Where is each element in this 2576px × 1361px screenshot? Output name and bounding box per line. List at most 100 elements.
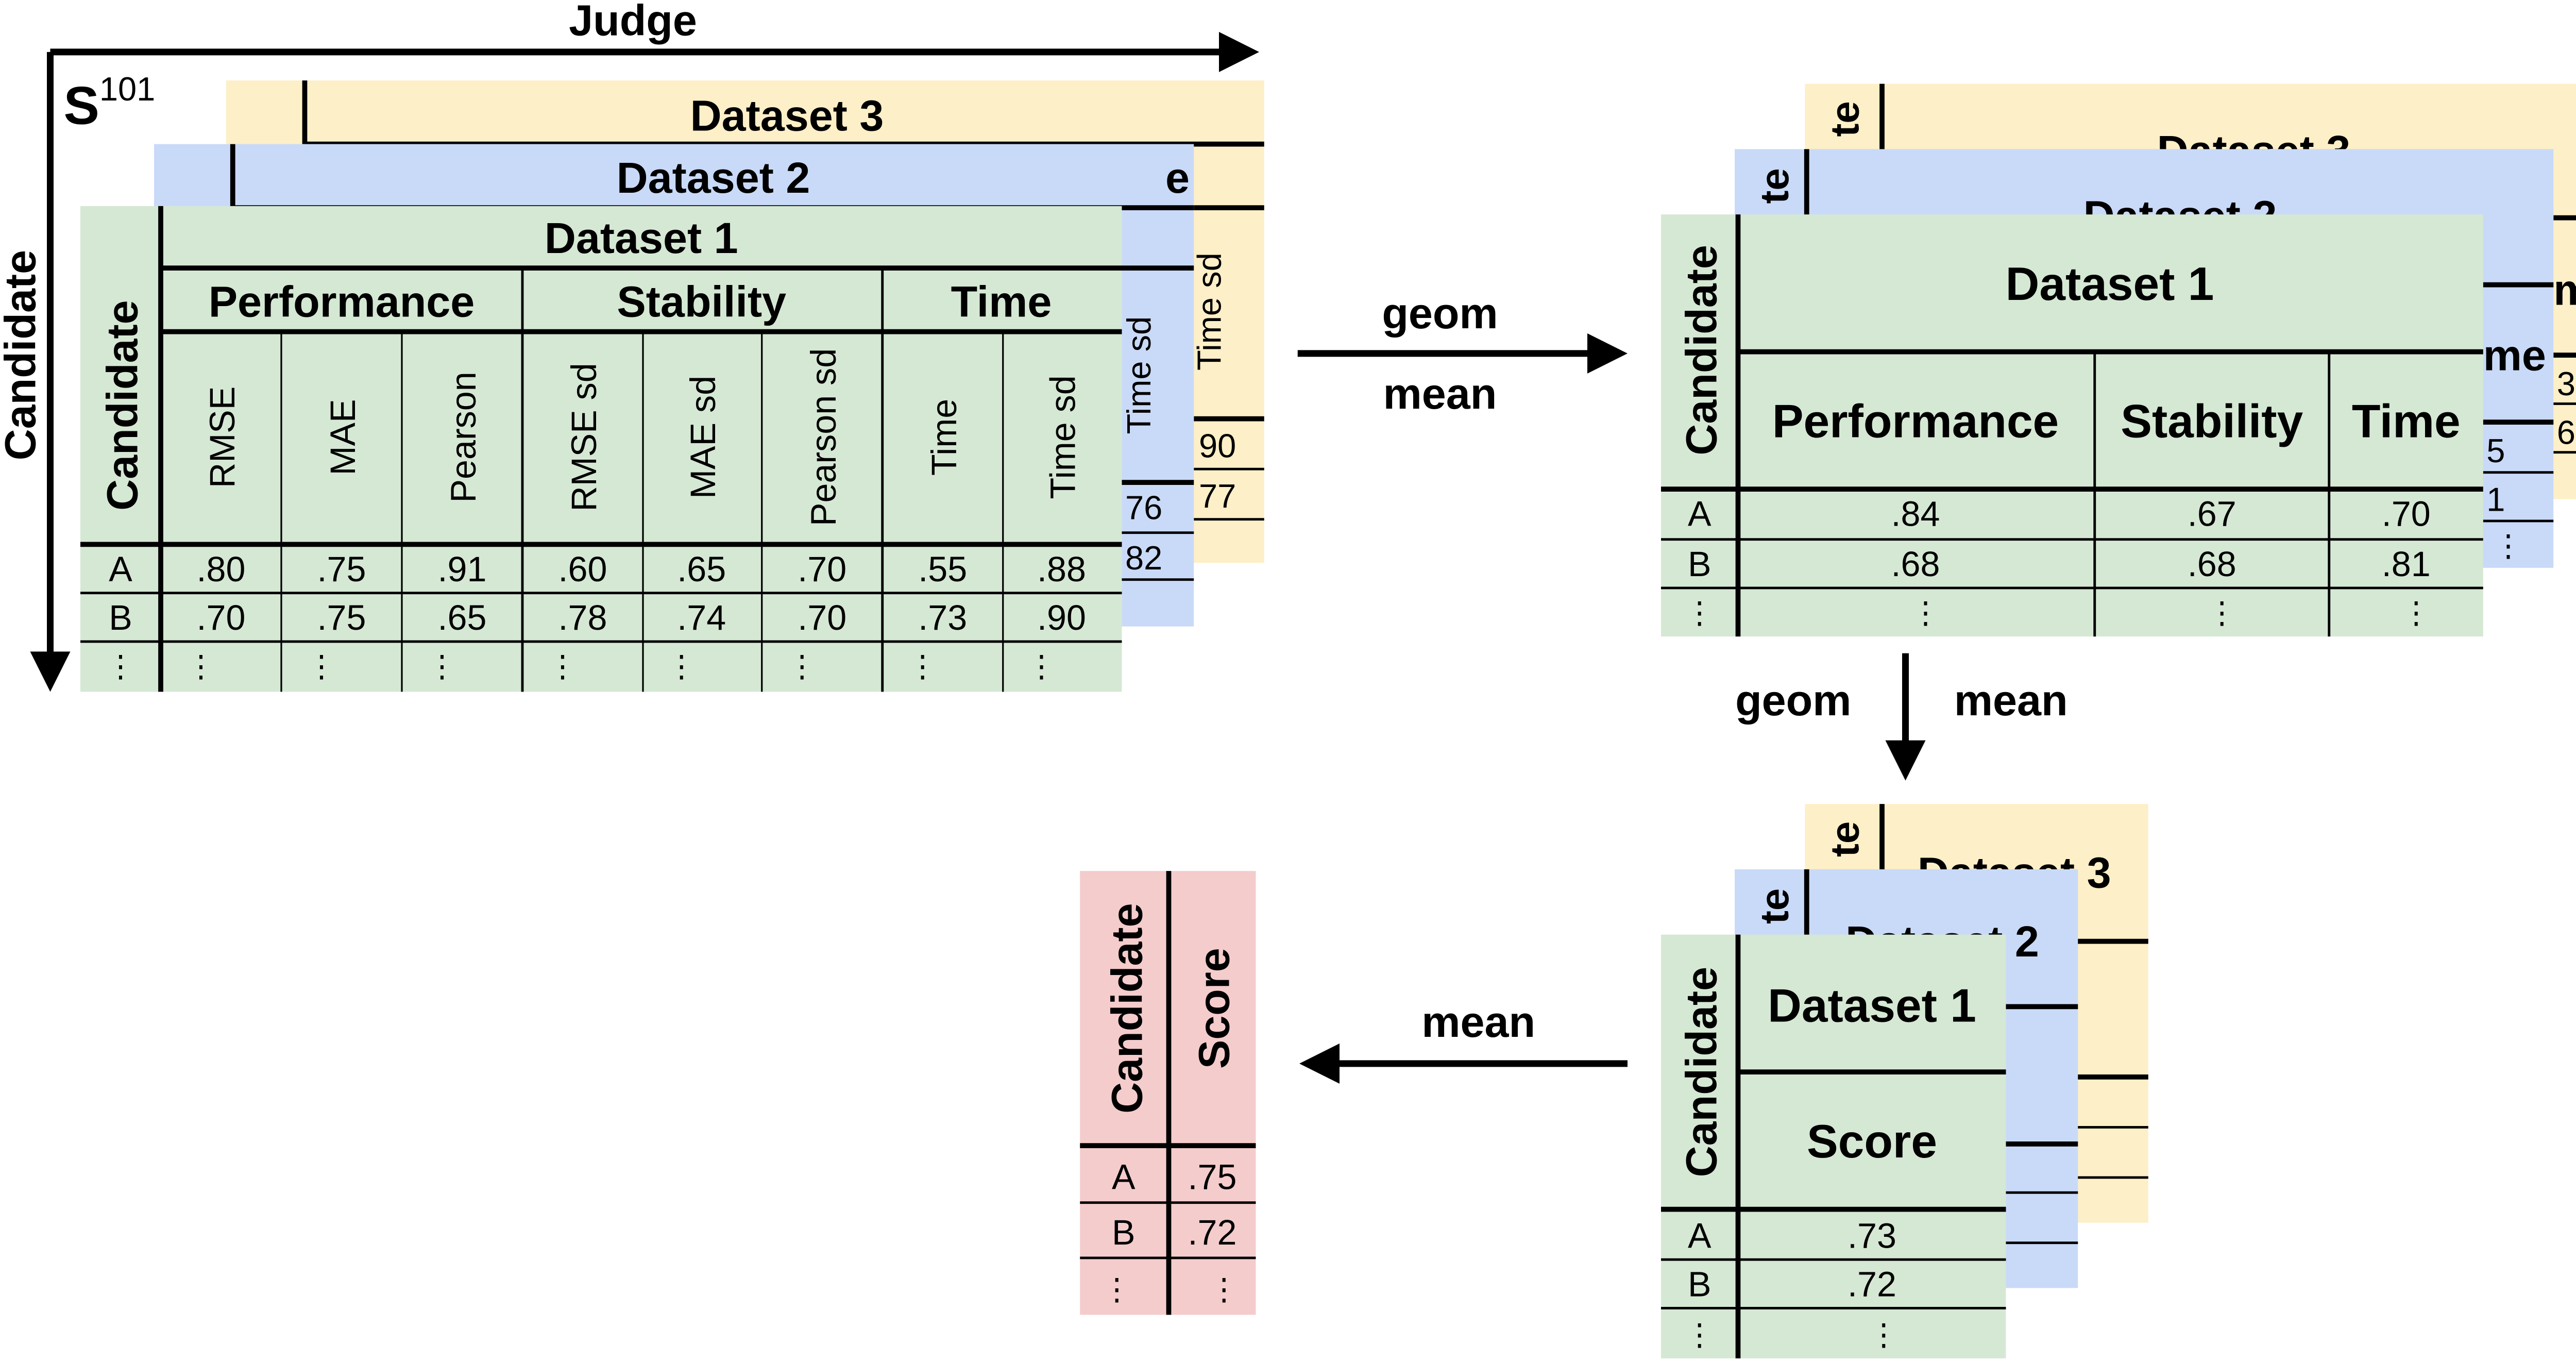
stage2-dataset1-title: Dataset 1 — [2006, 258, 2214, 310]
final-score-table: Candidate Score A.75B.72⋮⋮ — [1080, 871, 1256, 1315]
stage2-ellipsis: ⋮ — [1685, 596, 1715, 630]
stage2-cell: .70 — [2382, 495, 2431, 534]
group-stability: Stability — [617, 277, 786, 326]
stage1-cell: .91 — [438, 550, 487, 589]
stage1-d2-header-fragment: e — [1165, 154, 1190, 202]
stage3-ellipsis: ⋮ — [1685, 1318, 1715, 1352]
stage2-d3-ellipsis: ⋮ — [2564, 462, 2576, 496]
mean-arrow-left: mean — [1299, 998, 1628, 1084]
stage2-row-label: B — [1688, 545, 1711, 584]
stage2-dataset1-table: Dataset 1 Candidate Performance Stabilit… — [1661, 214, 2483, 636]
stage2-ellipsis: ⋮ — [2207, 596, 2238, 630]
stage1-cell: .80 — [197, 550, 246, 589]
metric-header-rmse: RMSE — [203, 387, 242, 488]
final-ellipsis: ⋮ — [1209, 1273, 1240, 1306]
stage2-d3-val-a: 3 — [2557, 365, 2575, 402]
stage2-d2-candidate-fragment: te — [1752, 168, 1797, 204]
geom-mean-arrow-down: geom mean — [1735, 653, 2068, 781]
stage1-cell: .65 — [677, 550, 726, 589]
stage1-ellipsis: ⋮ — [908, 650, 938, 683]
stage2-d3-val-b: 6 — [2557, 413, 2575, 451]
stage3-ellipsis: ⋮ — [1869, 1318, 1899, 1352]
stage1-row-label: A — [109, 550, 132, 589]
metric-header-mae-sd: MAE sd — [684, 376, 723, 499]
stage2-cell: .84 — [1891, 495, 1940, 534]
stage2-d2-val-b: 1 — [2486, 480, 2505, 518]
geom-mean-arrow-right: geom mean — [1298, 289, 1628, 418]
stage3-cell: .72 — [1848, 1265, 1896, 1304]
stage3-dataset1-table: Dataset 1 Candidate Score A.73B.72⋮⋮ — [1661, 935, 2006, 1358]
stage3-cell: .73 — [1848, 1216, 1896, 1255]
s-symbol: S101 — [64, 70, 156, 136]
stage1-cell: .74 — [677, 598, 726, 637]
stage1-d2-timesd-fragment: Time sd — [1120, 316, 1158, 434]
metric-header-pearson: Pearson — [444, 372, 483, 502]
group-time: Time — [951, 277, 1052, 326]
stage1-ellipsis: ⋮ — [787, 650, 818, 683]
stage1-cell: .78 — [558, 598, 607, 637]
final-score-header: Score — [1190, 948, 1239, 1069]
stage3-dataset1-title: Dataset 1 — [1768, 980, 1976, 1032]
stage2-d3-candidate-fragment: te — [1822, 101, 1868, 137]
group-performance: Performance — [209, 277, 475, 326]
stage2-ellipsis: ⋮ — [2401, 596, 2432, 630]
arrow1-geom-label: geom — [1382, 289, 1498, 338]
metric-header-time-sd: Time sd — [1044, 375, 1083, 499]
stage1-ellipsis: ⋮ — [106, 650, 135, 683]
stage1-d2-val-b: 82 — [1125, 539, 1162, 577]
final-score-cell: .72 — [1188, 1213, 1237, 1252]
candidate-axis: Candidate — [0, 52, 70, 692]
stage3-score-header: Score — [1807, 1116, 1937, 1168]
stage1-d3-timesd-fragment: Time sd — [1190, 253, 1228, 371]
stage3-row-label: B — [1688, 1265, 1711, 1304]
stage2-group-time: Time — [2352, 395, 2461, 447]
stage1-ellipsis: ⋮ — [186, 650, 216, 683]
candidate-axis-label: Candidate — [0, 250, 44, 460]
judge-label: Judge — [569, 0, 697, 44]
stage2-d2-val-a: 5 — [2486, 432, 2505, 469]
stage1-row-label: B — [109, 598, 132, 637]
stage1-cell: .70 — [798, 598, 846, 637]
metric-header-time: Time — [925, 399, 964, 476]
stage3-d2-candidate-fragment: te — [1752, 888, 1797, 924]
stage1-dataset1-title: Dataset 1 — [545, 214, 738, 262]
stage1-ellipsis: ⋮ — [667, 650, 697, 683]
metric-header-mae: MAE — [324, 399, 363, 475]
final-score-cell: .75 — [1188, 1158, 1237, 1197]
stage1-ellipsis: ⋮ — [548, 650, 578, 683]
stage1-candidate-header: Candidate — [98, 300, 147, 510]
stage2-cell: .81 — [2382, 545, 2431, 584]
stage1-dataset1-table: Dataset 1 Candidate Performance Stabilit… — [80, 206, 1122, 692]
final-row-label: A — [1112, 1158, 1136, 1197]
stage3-candidate-header: Candidate — [1677, 967, 1725, 1177]
stage1-cell: .70 — [197, 598, 246, 637]
final-candidate-header: Candidate — [1103, 903, 1151, 1113]
arrow2-mean-label: mean — [1954, 676, 2068, 725]
stage2-cell: .68 — [2188, 545, 2236, 584]
stage2-group-performance: Performance — [1772, 395, 2059, 447]
arrow2-geom-label: geom — [1735, 676, 1851, 725]
stage1-cell: .90 — [1037, 598, 1086, 637]
stage2-cell: .68 — [1891, 545, 1940, 584]
metric-header-pearson-sd: Pearson sd — [804, 348, 843, 526]
stage1-cell: .55 — [918, 550, 967, 589]
stage2-d2-ellipsis: ⋮ — [2493, 529, 2523, 563]
stage1-ellipsis: ⋮ — [1026, 650, 1057, 683]
arrow1-mean-label: mean — [1383, 369, 1497, 418]
stage2-candidate-header: Candidate — [1677, 245, 1725, 455]
stage1-cell: .75 — [317, 598, 366, 637]
arrow3-mean-label: mean — [1421, 998, 1535, 1046]
stage1-ellipsis: ⋮ — [307, 650, 337, 683]
stage1-cell: .65 — [438, 598, 487, 637]
stage1-ellipsis: ⋮ — [427, 650, 457, 683]
stage2-d2-time-fragment: me — [2483, 331, 2546, 379]
stage1-dataset3-title: Dataset 3 — [690, 92, 884, 140]
final-ellipsis: ⋮ — [1102, 1273, 1132, 1306]
stage2-row-label: A — [1688, 495, 1711, 534]
stage1-d2-val-a: 76 — [1125, 489, 1162, 527]
metric-header-rmse-sd: RMSE sd — [565, 363, 604, 511]
stage2-d3-time-fragment: me — [2553, 266, 2576, 314]
stage1-d3-val-a: 90 — [1199, 427, 1236, 464]
